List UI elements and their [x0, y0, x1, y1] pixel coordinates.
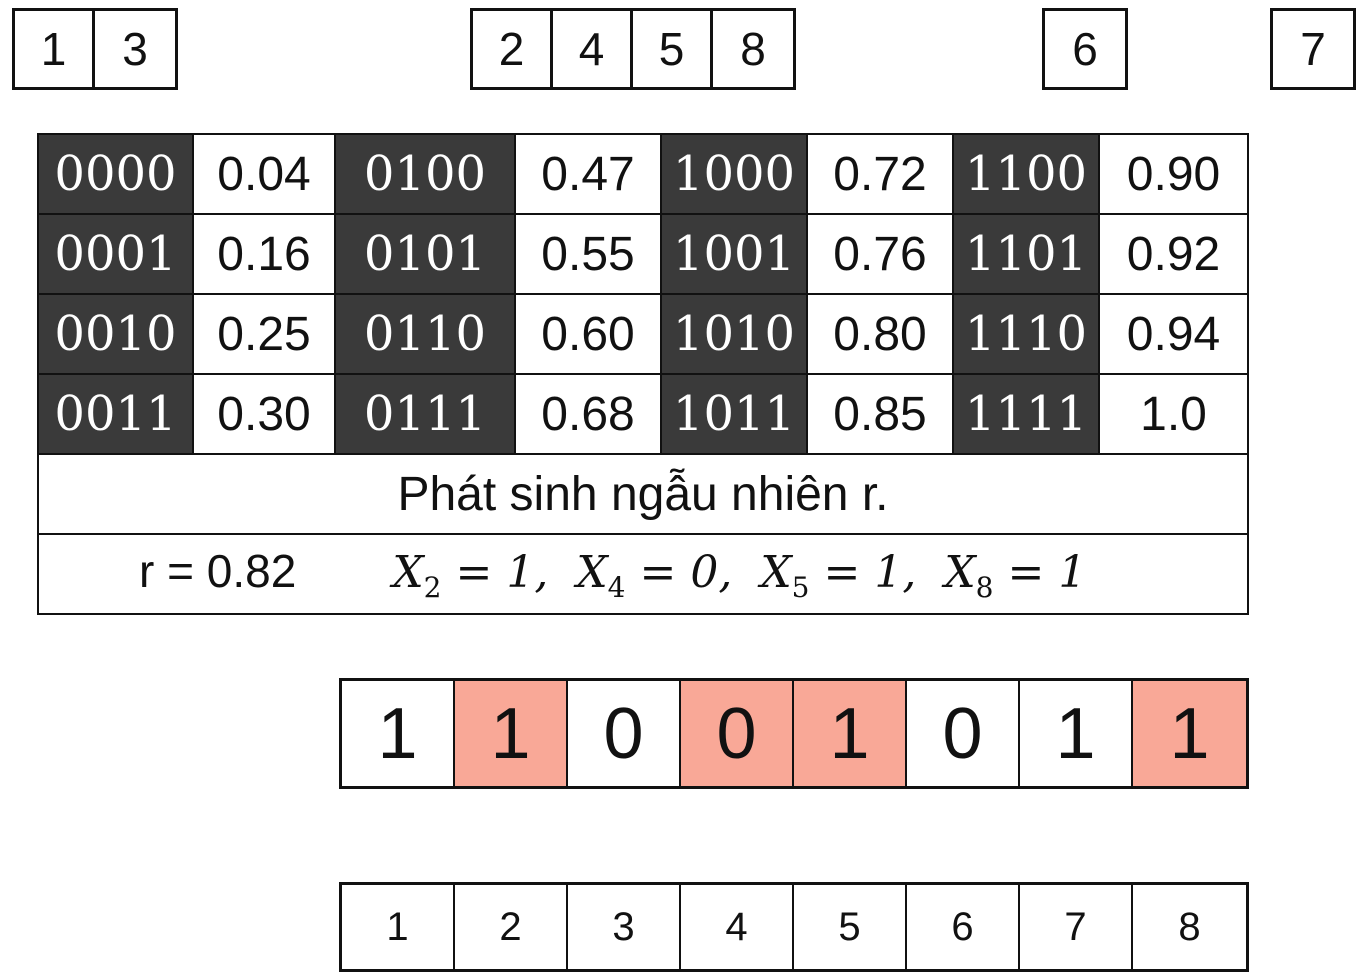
code-cell: 0010: [37, 293, 194, 375]
position-cell: 7: [1020, 885, 1133, 969]
group-cell: 3: [122, 23, 148, 75]
group-cell: 8: [740, 23, 766, 75]
group-cell: 6: [1072, 23, 1098, 75]
prob-cell: 0.92: [1098, 213, 1249, 295]
prob-cell: 0.55: [514, 213, 662, 295]
prob-cell: 0.30: [192, 373, 336, 455]
code-cell: 0000: [37, 133, 194, 215]
bit-cell: 1: [794, 681, 907, 786]
prob-cell: 0.25: [192, 293, 336, 375]
code-cell: 0001: [37, 213, 194, 295]
prob-cell: 0.94: [1098, 293, 1249, 375]
position-cell: 1: [342, 885, 455, 969]
bit-cell: 1: [342, 681, 455, 786]
prob-cell: 0.90: [1098, 133, 1249, 215]
position-cell: 5: [794, 885, 907, 969]
prob-cell: 0.60: [514, 293, 662, 375]
bit-cell: 0: [568, 681, 681, 786]
group-6: 6: [1042, 8, 1128, 90]
assignment: X2 = 1,: [392, 547, 549, 604]
position-index-row: 1 2 3 4 5 6 7 8: [339, 882, 1249, 972]
position-cell: 6: [907, 885, 1020, 969]
code-cell: 0110: [334, 293, 516, 375]
group-cell: 7: [1300, 23, 1326, 75]
code-cell: 1001: [660, 213, 808, 295]
result-cell: r = 0.82 X2 = 1, X4 = 0, X5 = 1, X8 = 1: [37, 533, 1249, 615]
assignment-equations: X2 = 1, X4 = 0, X5 = 1, X8 = 1: [392, 547, 1100, 604]
prob-cell: 0.72: [806, 133, 954, 215]
code-cell: 1000: [660, 133, 808, 215]
prob-cell: 0.16: [192, 213, 336, 295]
bit-cell: 1: [1133, 681, 1246, 786]
prob-cell: 0.85: [806, 373, 954, 455]
note-row: Phát sinh ngẫu nhiên r.: [37, 453, 1249, 535]
random-note: Phát sinh ngẫu nhiên r.: [37, 453, 1249, 535]
group-7: 7: [1270, 8, 1356, 90]
prob-cell: 1.0: [1098, 373, 1249, 455]
result-row: r = 0.82 X2 = 1, X4 = 0, X5 = 1, X8 = 1: [37, 533, 1249, 615]
code-cell: 1111: [952, 373, 1100, 455]
code-cell: 0111: [334, 373, 516, 455]
prob-cell: 0.80: [806, 293, 954, 375]
bit-cell: 1: [1020, 681, 1133, 786]
group-cell: 5: [633, 11, 713, 87]
probability-lookup-table: 0000 0.04 0100 0.47 1000 0.72 1100 0.90 …: [37, 133, 1249, 615]
assignment: X8 = 1: [944, 547, 1087, 604]
prob-cell: 0.76: [806, 213, 954, 295]
prob-cell: 0.04: [192, 133, 336, 215]
code-cell: 1110: [952, 293, 1100, 375]
group-cell: 1: [15, 11, 95, 87]
group-cell: 4: [553, 11, 633, 87]
table-row: 0010 0.25 0110 0.60 1010 0.80 1110 0.94: [37, 293, 1249, 375]
bit-cell: 0: [907, 681, 1020, 786]
bit-cell: 1: [455, 681, 568, 786]
position-cell: 2: [455, 885, 568, 969]
position-cell: 3: [568, 885, 681, 969]
assignment: X4 = 0,: [576, 547, 733, 604]
code-cell: 0101: [334, 213, 516, 295]
group-2-4-5-8: 2 4 5 8: [470, 8, 796, 90]
position-cell: 8: [1178, 904, 1201, 949]
table-row: 0001 0.16 0101 0.55 1001 0.76 1101 0.92: [37, 213, 1249, 295]
bit-string: 1 1 0 0 1 0 1 1: [339, 678, 1249, 789]
assignment: X5 = 1,: [760, 547, 917, 604]
position-cell: 4: [681, 885, 794, 969]
table-row: 0000 0.04 0100 0.47 1000 0.72 1100 0.90: [37, 133, 1249, 215]
prob-cell: 0.47: [514, 133, 662, 215]
code-cell: 0011: [37, 373, 194, 455]
code-cell: 1010: [660, 293, 808, 375]
group-1-3: 1 3: [12, 8, 178, 90]
r-value: r = 0.82: [139, 545, 297, 598]
code-cell: 1011: [660, 373, 808, 455]
bit-cell: 0: [681, 681, 794, 786]
table-row: 0011 0.30 0111 0.68 1011 0.85 1111 1.0: [37, 373, 1249, 455]
code-cell: 0100: [334, 133, 516, 215]
prob-cell: 0.68: [514, 373, 662, 455]
code-cell: 1101: [952, 213, 1100, 295]
group-cell: 2: [473, 11, 553, 87]
code-cell: 1100: [952, 133, 1100, 215]
